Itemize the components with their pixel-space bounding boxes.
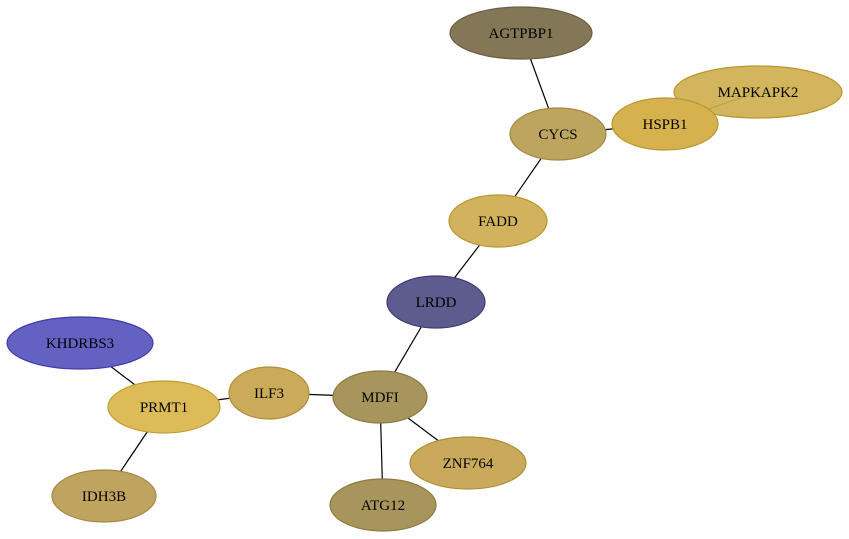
node-label: HSPB1 <box>642 117 687 133</box>
node-znf764[interactable]: ZNF764 <box>409 436 527 490</box>
node-label: MAPKAPK2 <box>718 85 799 101</box>
node-ellipse <box>509 107 607 161</box>
node-cycs[interactable]: CYCS <box>509 107 607 161</box>
node-label: LRDD <box>416 295 457 311</box>
node-ellipse <box>228 366 310 420</box>
node-label: AGTPBP1 <box>488 26 553 42</box>
node-label: IDH3B <box>82 489 126 505</box>
node-ellipse <box>673 65 843 119</box>
node-ellipse <box>448 194 548 248</box>
node-ellipse <box>409 436 527 490</box>
node-ellipse <box>386 275 486 329</box>
node-mdfi[interactable]: MDFI <box>332 370 428 424</box>
node-label: ZNF764 <box>443 456 494 472</box>
node-atg12[interactable]: ATG12 <box>329 478 437 532</box>
node-label: ATG12 <box>361 498 405 514</box>
node-ellipse <box>332 370 428 424</box>
node-label: MDFI <box>361 390 399 406</box>
node-idh3b[interactable]: IDH3B <box>51 469 157 523</box>
node-lrdd[interactable]: LRDD <box>386 275 486 329</box>
node-ellipse <box>329 478 437 532</box>
node-hspb1[interactable]: HSPB1 <box>611 97 719 151</box>
node-label: PRMT1 <box>140 400 188 416</box>
node-fadd[interactable]: FADD <box>448 194 548 248</box>
node-ellipse <box>611 97 719 151</box>
node-ellipse <box>449 6 593 60</box>
node-ellipse <box>6 316 154 370</box>
node-ilf3[interactable]: ILF3 <box>228 366 310 420</box>
node-mapkapk2[interactable]: MAPKAPK2 <box>673 65 843 119</box>
node-label: ILF3 <box>254 386 284 402</box>
node-label: FADD <box>478 214 518 230</box>
node-ellipse <box>107 380 221 434</box>
node-label: CYCS <box>538 127 577 143</box>
node-khdrbs3[interactable]: KHDRBS3 <box>6 316 154 370</box>
node-agtpbp1[interactable]: AGTPBP1 <box>449 6 593 60</box>
node-label: KHDRBS3 <box>46 336 114 352</box>
node-ellipse <box>51 469 157 523</box>
node-prmt1[interactable]: PRMT1 <box>107 380 221 434</box>
